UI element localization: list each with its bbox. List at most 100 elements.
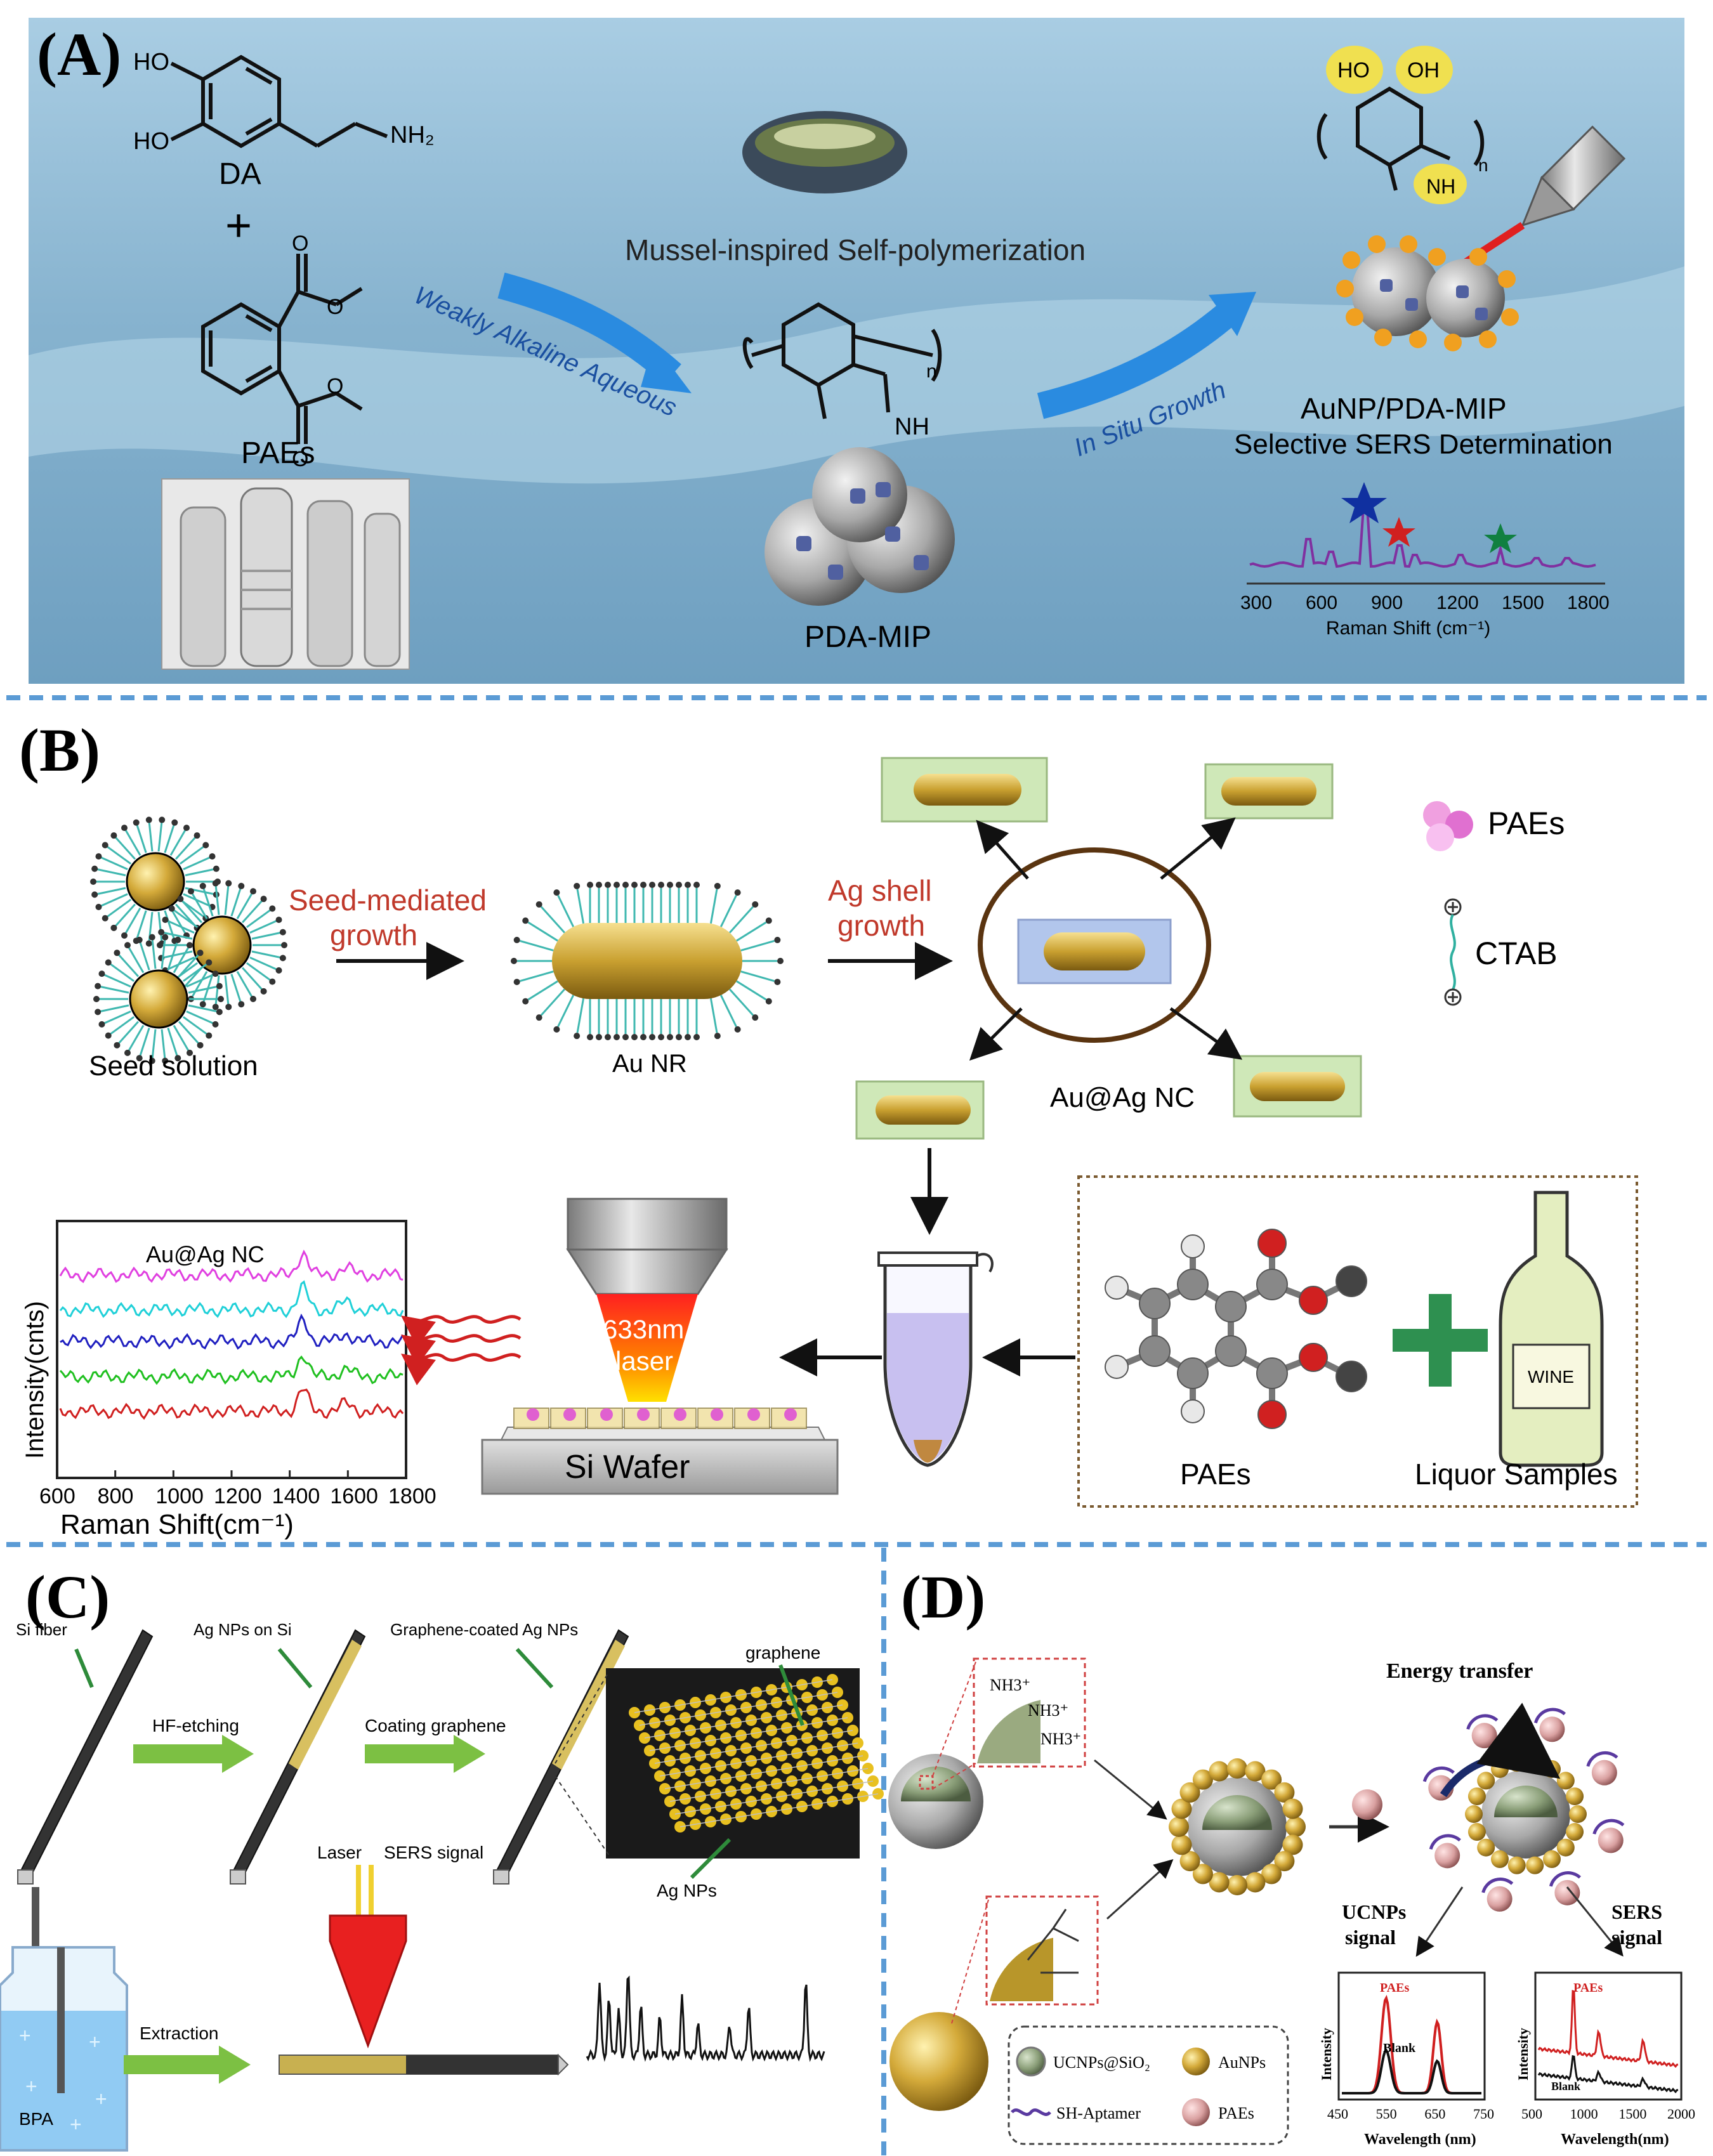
ctab-head [513,979,520,986]
aunp-shell-particle [1274,1782,1295,1803]
ctab-head [513,936,520,943]
ctab-chain [249,957,278,971]
ctab-chain [103,1010,131,1025]
ctab-head [640,882,646,888]
aunp-pda-mip-label: AuNP/PDA-MIP [1301,392,1507,425]
aptamer-wrap [1586,1751,1618,1767]
ctab-chain [136,910,147,939]
paes-bound [1554,1879,1580,1905]
ctab-chain [169,828,187,856]
raman-b-tick-label: 1400 [272,1484,320,1508]
ctab-chain [191,892,208,920]
ctab-chain [106,845,132,865]
legend-paes-label: PAEs [1488,806,1565,841]
ctab-head [225,1003,232,1010]
aunp-shell-particle [1227,1758,1247,1779]
arrow-in-situ-head [1209,292,1256,336]
ctab-head [212,880,219,887]
ctab-head [765,998,772,1005]
ctab-head [212,1021,219,1028]
ag-on-si-label: Ag NPs on Si [194,1620,292,1639]
ctab-chain [736,980,767,1001]
wine-bottle: WINE [1499,1191,1604,1467]
aunp-shell-particle [1491,1850,1509,1869]
ctab-head [752,1014,759,1021]
ctab-chain [162,950,193,959]
paes-label: PAEs [241,436,315,470]
ctab-chain [161,939,166,969]
panel-d: (D) NH3⁺ NH3⁺ NH3⁺ [888,1563,1695,2148]
ctab-head [105,1032,112,1039]
panel-a: (A) HO HO NH₂ DA + [29,18,1684,684]
paes-o-1: O [292,232,308,256]
ctab-head [649,1034,655,1040]
zoom-line-1 [555,1671,610,1764]
ctab-head [693,1034,700,1040]
au-nr-label: Au NR [612,1050,687,1078]
da-label: DA [219,157,261,191]
paes-on-wafer [563,1408,576,1421]
zoom-line-2 [555,1775,610,1856]
sers-chart-tick-label: 500 [1521,2106,1542,2122]
ctab-chain [520,970,554,983]
energy-transfer-label: Energy transfer [1386,1659,1533,1683]
ctab-chain [114,836,136,860]
ctab-chain [169,907,187,935]
ctab-chain [230,887,242,917]
bpa-label: BPA [19,2109,53,2129]
ctab-chain [99,985,129,994]
ctab-chain [128,946,145,974]
aunp-shell-particle [1566,1787,1584,1805]
nh3-label-1: NH3⁺ [990,1676,1030,1694]
ctab-head [658,882,664,888]
aunp-shell-particle [1507,1856,1526,1874]
ctab-chain [175,836,197,860]
aunp-shell-particle [1477,1772,1495,1790]
ctab-head [622,882,629,888]
ctab-head [157,942,163,948]
panel-d-letter: (D) [901,1563,985,1631]
aunp-shell-particle [1261,1769,1282,1790]
ucnps-signal-label-1: UCNPs [1342,1900,1406,1923]
aunp-pda-mip-particle [1336,235,1519,351]
raman-b-series-line [59,1355,404,1385]
aunp-shell-particle [1209,1872,1230,1893]
carboxyl-zoom-box [951,1895,1099,2024]
ctab-head [649,882,655,888]
ctab-head [133,819,140,826]
ctab-head [574,882,581,889]
ctab-head [183,825,190,832]
paes-on-wafer [711,1408,723,1421]
star-red [1382,517,1415,547]
star-green [1484,523,1517,553]
nanocube-bottomleft [855,1080,985,1140]
ctab-head [774,979,781,986]
ctab-chain [167,1028,178,1057]
ctab-chain [709,998,718,1033]
arrow-ucnps-to-conj [1094,1759,1167,1820]
ctab-head [596,1034,602,1040]
ctab-head [212,1003,219,1010]
au-ag-nanocube-center [1017,918,1172,984]
molecule-atom [1256,1357,1288,1389]
ctab-head [148,1057,155,1064]
bpa-vial: + + + + + [0,1887,128,2152]
ctab-head [734,1026,741,1033]
dopamine-structure [170,55,388,148]
ctab-chain [162,931,193,940]
molecule-atom [1181,1234,1205,1258]
raman-b-tick-label: 1800 [388,1484,436,1508]
paes-on-wafer [784,1408,797,1421]
paes-molecule-label: PAEs [1180,1458,1251,1491]
ctab-chain [96,887,126,896]
step1-label-1: Seed-mediated [289,884,487,917]
paes-bound [1471,1723,1497,1749]
ctab-head [260,896,267,903]
ucnps-signal-label-2: signal [1345,1926,1396,1949]
ctab-chain [188,1004,218,1013]
ctab-head [110,832,117,839]
graphene-lattice [629,1674,884,1833]
ctab-chain [576,998,585,1033]
raman-a-tick-label: 1800 [1567,592,1610,613]
